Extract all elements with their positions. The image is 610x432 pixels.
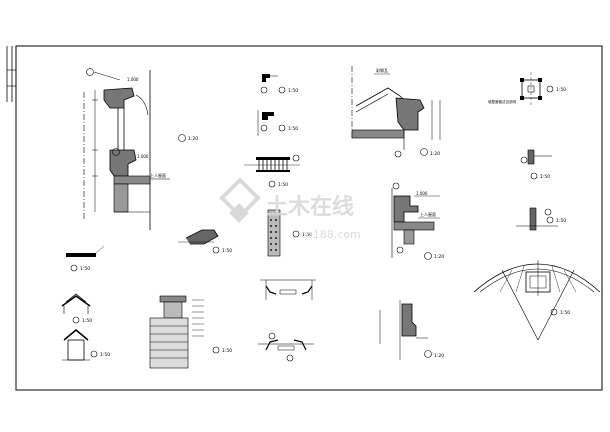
scale-icon-ml: 1:50 <box>288 126 298 132</box>
bottom-center-detail-1 <box>260 279 316 300</box>
scale-gable-left: 1:50 <box>82 318 92 324</box>
parapet-section-detail: 1.000 上人屋面 1:20 <box>391 182 444 260</box>
roof-label: 上人屋面 <box>150 172 166 178</box>
scale-railing: 1:50 <box>278 182 288 188</box>
right-small-detail-2: 1:50 <box>516 207 566 231</box>
small-profile-detail-1: 1:50 <box>260 74 298 94</box>
roof-label-2: 上人屋面 <box>420 211 436 217</box>
scale-gable-left-2: 1:50 <box>100 352 110 358</box>
left-small-detail: 1:50 <box>66 245 105 272</box>
eave-note: 彩钢瓦 <box>376 67 388 73</box>
scale-parapet: 1:20 <box>434 254 444 260</box>
bottom-center-detail-2 <box>258 332 314 362</box>
cornice-section-detail: 1.000 1.000 上人屋面 1:20 <box>83 68 198 230</box>
small-plan-detail: 1:50 坡屋面做法见说明 <box>488 72 566 106</box>
watermark-logo: 土木在线 co188.com <box>219 177 361 241</box>
scale-eave-right: 1:20 <box>430 151 440 157</box>
scale-column: 1:50 <box>302 232 312 238</box>
gable-elevation-detail-2: 1:50 <box>62 329 110 361</box>
eave-section-detail: 彩钢瓦 1:20 <box>351 66 441 158</box>
watermark-url: co188.com <box>300 228 361 241</box>
column-pattern-detail: 1:50 <box>267 209 312 257</box>
scale-cornice: 1:20 <box>188 136 198 142</box>
note-right: 坡屋面做法见说明 <box>488 99 516 104</box>
elev-label-1: 1.000 <box>127 77 139 82</box>
tower-elevation-detail: 1:50 <box>149 295 232 369</box>
scale-bottom-section: 1:20 <box>434 353 444 359</box>
stair-profile-detail: 1:50 <box>178 229 232 254</box>
scale-left-small: 1:50 <box>80 266 90 272</box>
small-profile-detail-2: 1:50 <box>257 110 298 136</box>
right-small-detail-1: 1:50 <box>520 149 552 180</box>
bottom-section-detail: 1:20 <box>379 300 444 360</box>
railing-elevation-detail: 1:50 <box>244 154 300 188</box>
watermark-cn: 土木在线 <box>266 194 354 220</box>
scale-stair: 1:50 <box>222 248 232 254</box>
sheet-border <box>15 45 603 391</box>
arch-elevation-detail: 1:50 <box>473 260 601 341</box>
scale-arch: 1:50 <box>560 310 570 316</box>
scale-tower: 1:50 <box>222 348 232 354</box>
scale-right-small-2: 1:50 <box>556 218 566 224</box>
scale-right-small: 1:50 <box>540 174 550 180</box>
scale-small-plan: 1:50 <box>556 87 566 93</box>
gable-elevation-detail-1: 1:50 <box>61 293 92 324</box>
elev-label-2: 1.000 <box>137 154 149 159</box>
scale-icon-tl: 1:50 <box>288 88 298 94</box>
elev-label-3: 1.000 <box>416 191 428 196</box>
